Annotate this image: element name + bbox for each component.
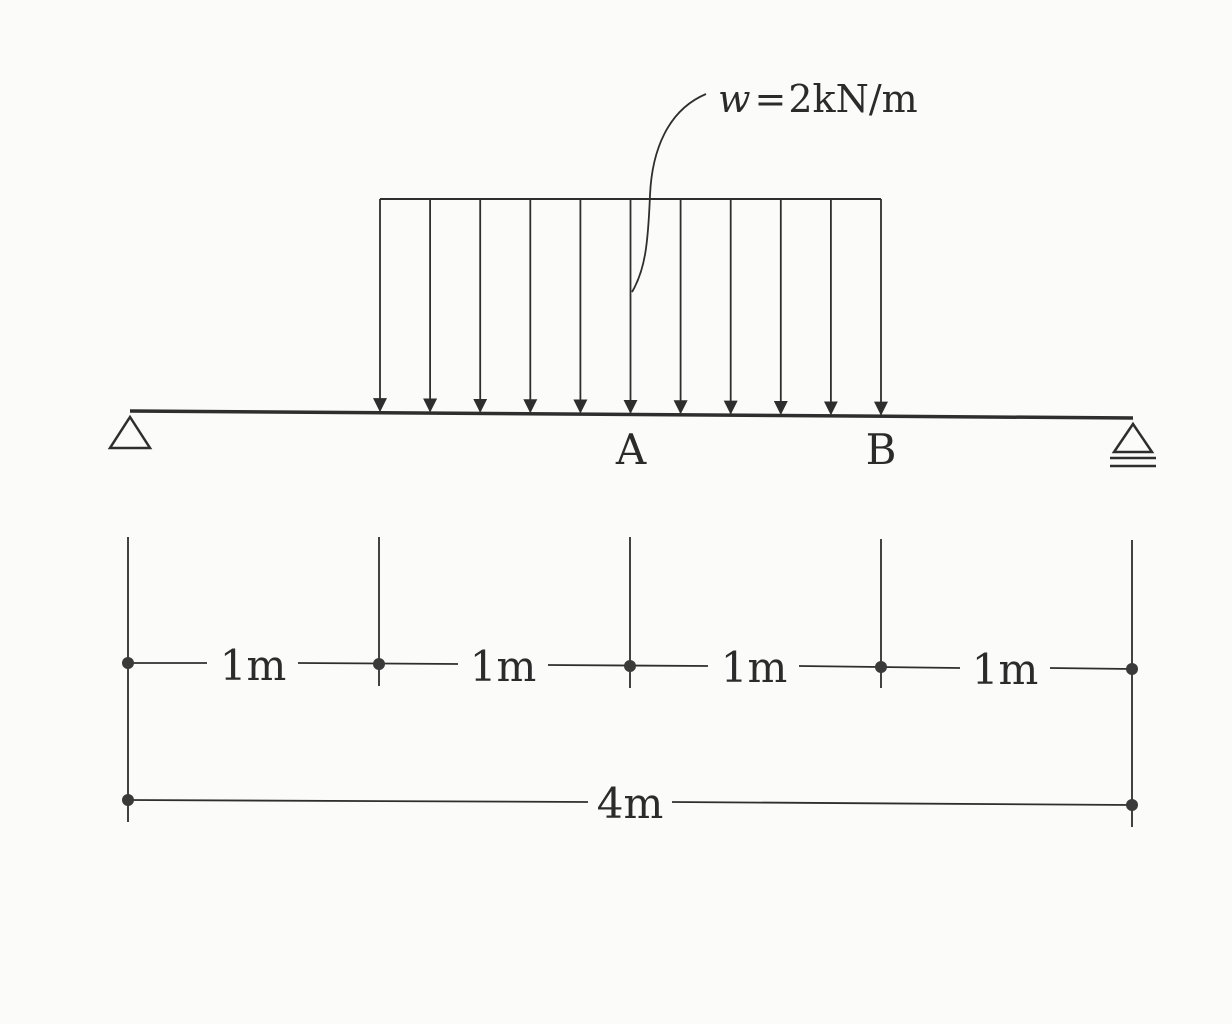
segment-label: 1m [972,645,1039,694]
load-label: w=2kN/m [718,77,918,121]
right-roller-support-icon [1110,421,1156,468]
dimension-dot [373,658,385,670]
beam [129,409,1134,420]
dimension-dot [1126,799,1138,811]
point-a-label: A [615,425,647,474]
point-b-label: B [866,425,897,474]
total-dimension-line [127,799,1133,806]
left-pin-support-icon [107,414,153,450]
dimension-points [122,657,1138,811]
dimension-dot [122,657,134,669]
load-symbol: w [718,77,751,121]
load-value: 2kN/m [788,77,917,121]
dimension-dot [1126,663,1138,675]
extension-lines [127,537,1133,827]
load-label-leader [631,93,707,293]
dimension-dot [122,794,134,806]
segment-label: 1m [470,642,537,691]
distributed-load-arrows [373,199,888,416]
total-dimension-label: 4m [597,779,664,828]
load-equals: = [755,77,787,121]
dimension-dot [624,660,636,672]
segment-label: 1m [721,643,788,692]
segment-label: 1m [220,641,287,690]
dimension-dot [875,661,887,673]
